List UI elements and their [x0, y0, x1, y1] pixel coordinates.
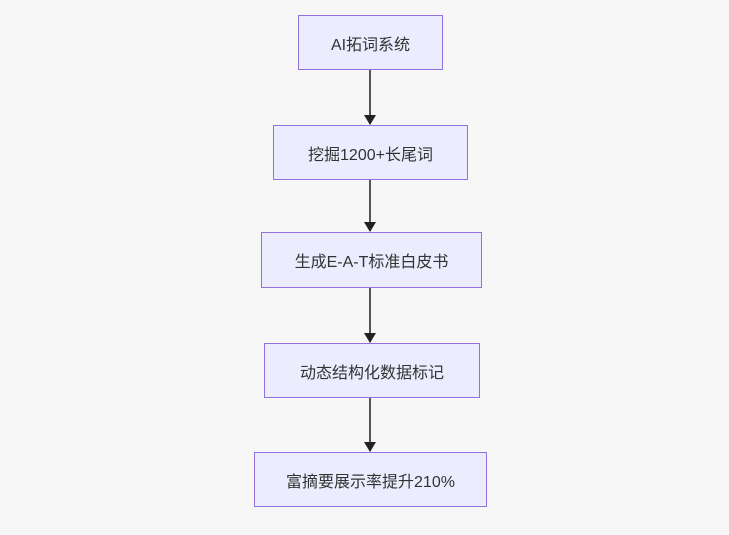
flow-node-label: AI拓词系统	[330, 36, 411, 54]
flow-arrow-down-icon	[369, 180, 371, 231]
flow-node-label: 生成E-A-T标准白皮书	[294, 254, 449, 271]
flow-node-label: 动态结构化数据标记	[299, 364, 444, 382]
flow-node-label: 挖掘1200+长尾词	[308, 146, 433, 164]
flow-arrow-down-icon	[369, 70, 371, 124]
flow-node-ai-keyword-system: AI拓词系统	[298, 15, 443, 70]
flow-node-longtail-mining: 挖掘1200+长尾词	[273, 125, 468, 180]
flow-node-rich-snippet-result: 富摘要展示率提升210%	[254, 452, 487, 507]
flow-arrow-down-icon	[369, 398, 371, 451]
flow-node-label: 富摘要展示率提升210%	[286, 473, 455, 491]
flow-node-eat-whitepaper: 生成E-A-T标准白皮书	[261, 232, 482, 288]
flow-node-structured-data-markup: 动态结构化数据标记	[264, 343, 480, 398]
flow-arrow-down-icon	[369, 288, 371, 342]
